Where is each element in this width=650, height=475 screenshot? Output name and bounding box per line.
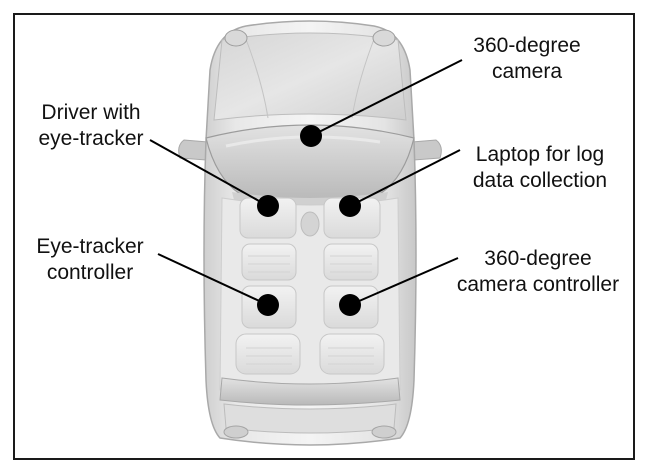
- side-mirror-left: [178, 139, 209, 161]
- label-eye-controller-line1: Eye-tracker: [36, 235, 144, 258]
- label-eye-controller-line2: controller: [46, 261, 134, 284]
- leader-line-laptop: [349, 149, 461, 207]
- front-left-seat: [239, 197, 297, 281]
- leader-line-camera: [310, 59, 463, 137]
- label-driver: Driver with eye-tracker: [20, 100, 162, 152]
- marker-laptop: [339, 195, 361, 217]
- label-driver-line2: eye-tracker: [38, 127, 144, 150]
- rear-window: [219, 377, 401, 439]
- leader-line-driver: [149, 139, 269, 207]
- leader-line-eye-controller: [157, 253, 269, 306]
- label-camera-controller: 360-degree camera controller: [446, 246, 630, 298]
- side-mirror-right: [411, 139, 442, 161]
- marker-camera-controller: [339, 294, 361, 316]
- label-camera: 360-degree camera: [462, 33, 592, 85]
- marker-camera: [300, 125, 322, 147]
- label-camera-line2: camera: [491, 60, 563, 83]
- label-laptop-line2: data collection: [472, 169, 608, 192]
- label-laptop-line1: Laptop for log: [475, 143, 605, 166]
- label-camera-controller-line2: camera controller: [456, 273, 620, 296]
- label-camera-line1: 360-degree: [473, 34, 581, 57]
- label-camera-controller-line1: 360-degree: [484, 247, 592, 270]
- leader-line-camera-controller: [349, 257, 459, 306]
- label-driver-line1: Driver with: [41, 101, 141, 124]
- label-eye-controller: Eye-tracker controller: [20, 234, 160, 286]
- marker-driver: [257, 195, 279, 217]
- label-laptop: Laptop for log data collection: [460, 142, 620, 194]
- marker-eye-controller: [257, 294, 279, 316]
